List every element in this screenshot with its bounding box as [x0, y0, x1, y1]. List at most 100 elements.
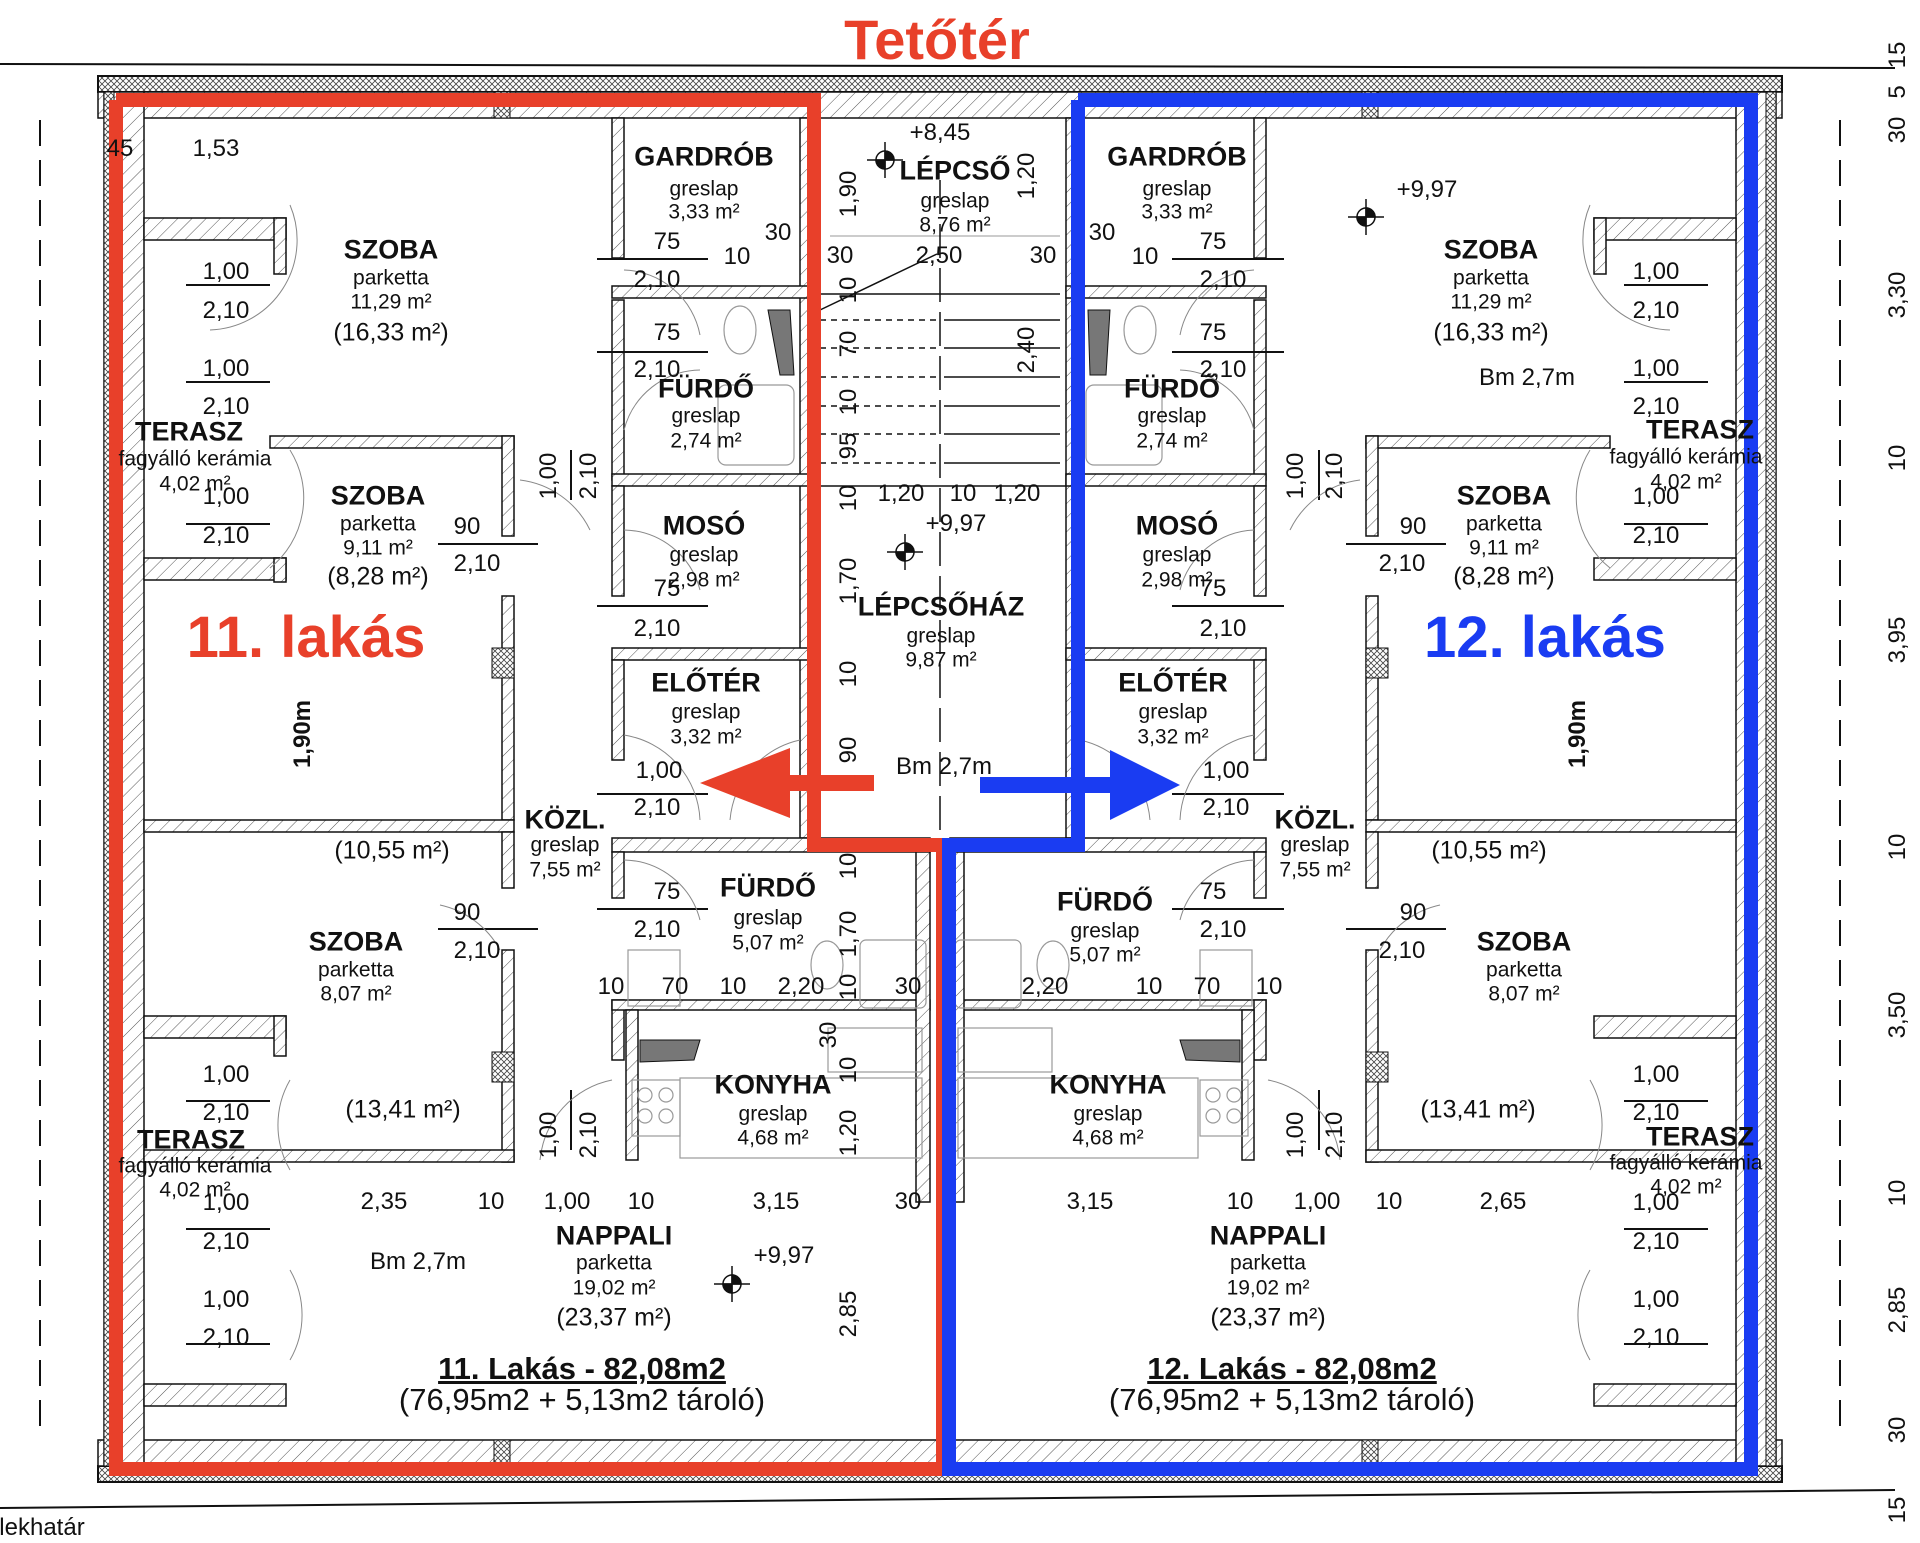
entry-arrow-apt12	[980, 750, 1180, 820]
eave-dashed-lines	[39, 120, 1841, 1440]
room-floor-szoba3-right: parketta	[1486, 958, 1562, 982]
shower	[859, 939, 927, 1009]
right-dim-label: 30	[1884, 116, 1911, 144]
room-floor-furdo2-left: greslap	[733, 906, 803, 930]
dim-label: 2,10	[1632, 1228, 1680, 1255]
room-area-szoba1-left: 11,29 m²	[350, 290, 432, 314]
room-area-konyha-right: 4,68 m²	[1072, 1126, 1144, 1150]
room-name-lepcsohaz: LÉPCSŐHÁZ	[857, 591, 1025, 622]
roof-line-top	[0, 63, 1896, 69]
dim-label: 2,10	[1199, 615, 1247, 642]
washbasin	[1199, 949, 1253, 1007]
dim-label: 2,10	[575, 452, 602, 500]
level-label-right-bedroom: +9,97	[1396, 176, 1458, 203]
room-name-kozl-right: KÖZL.	[1274, 804, 1356, 835]
dim-label: 2,10	[1632, 522, 1680, 549]
room-floor-konyha-left: greslap	[738, 1102, 808, 1126]
dim-label: 2,10	[202, 1099, 250, 1126]
dim-label: 2,10	[1199, 266, 1247, 293]
room-floor-szoba2-left: parketta	[340, 512, 416, 536]
dim-label: 90	[1399, 899, 1427, 926]
dim-label: 3,15	[752, 1188, 800, 1215]
toilet	[810, 940, 844, 990]
dim-label: 2,10	[202, 1324, 250, 1351]
dim-label: 2,10	[202, 522, 250, 549]
dim-label: 10	[835, 484, 862, 512]
dim-label: 10	[1255, 973, 1283, 1000]
dim-label: 10	[835, 973, 862, 1001]
room-area-konyha-left: 4,68 m²	[737, 1126, 809, 1150]
room-area-terasz-right-top: 4,02 m²	[1650, 470, 1722, 494]
entry-arrow-apt11	[700, 748, 874, 818]
room-area-terasz-left-top: 4,02 m²	[159, 472, 231, 496]
room-area-total-szoba2-left: (8,28 m²)	[327, 562, 429, 591]
room-area-terasz-right-bottom: 4,02 m²	[1650, 1175, 1722, 1199]
room-name-moso-right: MOSÓ	[1135, 510, 1219, 541]
room-name-eloter-right: ELŐTÉR	[1118, 667, 1228, 698]
room-name-konyha-right: KONYHA	[1049, 1069, 1167, 1100]
room-floor-szoba1-left: parketta	[353, 266, 429, 290]
room-area-nappali-left: 19,02 m²	[572, 1276, 656, 1300]
dim-label: 75	[653, 878, 681, 905]
dim-label: 2,10	[633, 356, 681, 383]
room-area-szoba3-left: 8,07 m²	[320, 982, 392, 1006]
dim-label: 70	[835, 330, 862, 358]
dim-label: 1,00	[1202, 757, 1250, 784]
dim-label: 30	[826, 242, 854, 269]
right-dim-label: 5	[1884, 85, 1911, 99]
room-area-total-szoba1-right: (16,33 m²)	[1433, 318, 1549, 347]
dim-label: 1,20	[835, 1109, 862, 1157]
door-swings	[209, 204, 1671, 1361]
room-area-szoba2-left: 9,11 m²	[343, 536, 413, 560]
dim-label: 1,00	[202, 258, 250, 285]
dim-label: 2,10	[1199, 356, 1247, 383]
room-area-nappali-right: 19,02 m²	[1226, 1276, 1310, 1300]
right-dim-label: 15	[1884, 1496, 1911, 1524]
level-label-left-living: +9,97	[753, 1242, 815, 1269]
dim-label: 2,10	[202, 297, 250, 324]
dim-label: 2,10	[1202, 794, 1250, 821]
dim-label: 1,00	[543, 1188, 591, 1215]
dim-label: 10	[835, 852, 862, 880]
sink	[957, 1027, 1053, 1073]
room-area-moso-left: 2,98 m²	[668, 568, 740, 592]
dim-label: 2,20	[1021, 973, 1069, 1000]
height-note-right: 1,90m	[1564, 699, 1591, 769]
room-area-kozl-left: 7,55 m²	[529, 858, 601, 882]
room-floor-nappali-right: parketta	[1230, 1251, 1306, 1275]
dim-label: 10	[719, 973, 747, 1000]
dim-label: 2,10	[575, 1111, 602, 1159]
apartment-11-summary-heading: 11. Lakás - 82,08m2	[438, 1351, 726, 1386]
room-area-total-nappali-left: (23,37 m²)	[556, 1303, 672, 1332]
apartment-12-label: 12. lakás	[1424, 605, 1666, 670]
apartment-11-summary-detail: (76,95m2 + 5,13m2 tároló)	[398, 1382, 766, 1417]
room-area-furdo1-right: 2,74 m²	[1136, 429, 1208, 453]
dim-label: 1,00	[535, 1111, 562, 1159]
counter	[679, 1077, 923, 1159]
dim-label: 30	[1088, 219, 1116, 246]
room-name-szoba2-right: SZOBA	[1456, 480, 1552, 511]
dim-label: 10	[1135, 973, 1163, 1000]
counter	[957, 1077, 1199, 1159]
room-floor-moso-left: greslap	[669, 543, 739, 567]
dim-label: 1,70	[835, 910, 862, 958]
hob	[1199, 1079, 1249, 1137]
dim-label: 1,00	[1282, 452, 1309, 500]
room-area-gardrob-right: 3,33 m²	[1141, 200, 1213, 224]
dim-label: 2,10	[1632, 1099, 1680, 1126]
right-dim-label: 10	[1884, 833, 1911, 861]
dim-label: 1,00	[1282, 1111, 1309, 1159]
room-floor-konyha-right: greslap	[1073, 1102, 1143, 1126]
room-name-szoba1-right: SZOBA	[1443, 234, 1539, 265]
dim-label: 75	[1199, 228, 1227, 255]
apartment-12-summary-heading: 12. Lakás - 82,08m2	[1147, 1351, 1437, 1386]
room-name-gardrob-right: GARDRÓB	[1107, 141, 1247, 172]
room-floor-moso-right: greslap	[1142, 543, 1212, 567]
dim-label: 2,10	[1321, 1111, 1348, 1159]
room-floor-szoba1-right: parketta	[1453, 266, 1529, 290]
room-area-total-kozl-left: (10,55 m²)	[334, 836, 450, 865]
dim-label: 10	[627, 1188, 655, 1215]
dim-label: 10	[723, 243, 751, 270]
room-floor-eloter-left: greslap	[671, 700, 741, 724]
